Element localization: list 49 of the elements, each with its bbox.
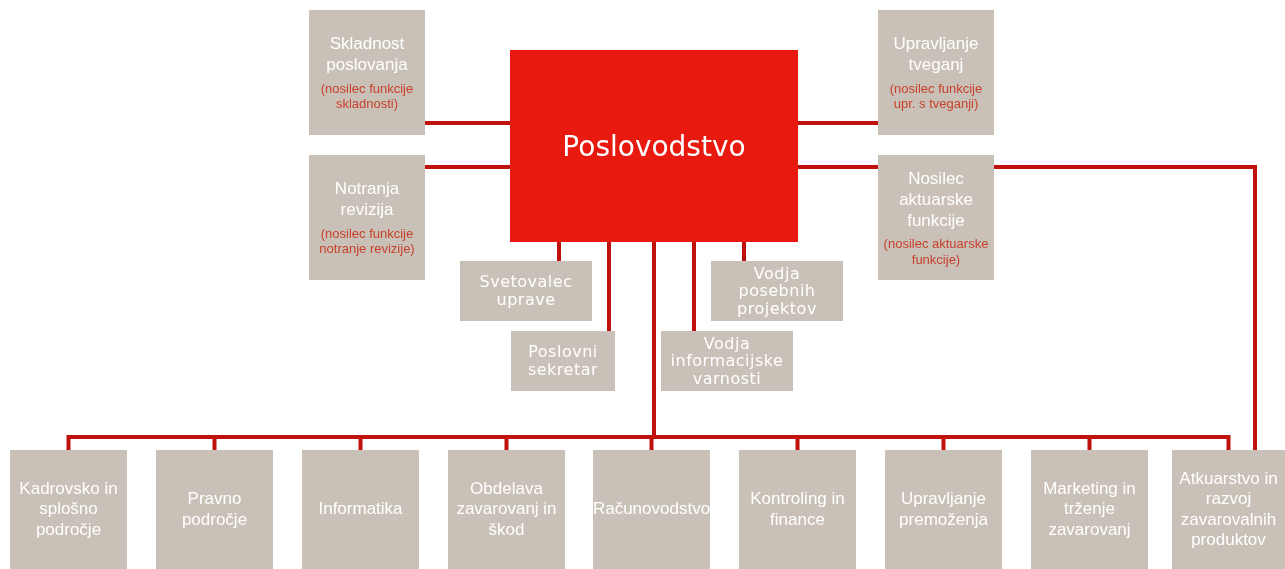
unit-role-note: (nosilec funkcije upr. s tveganji): [888, 80, 984, 112]
unit-box: [878, 155, 994, 280]
unit-box: [302, 450, 419, 569]
connector-line: [798, 121, 878, 125]
unit-title: Obdelava zavarovanj in škod: [455, 478, 558, 541]
unit-box: [711, 261, 843, 321]
unit-box: [885, 450, 1002, 569]
unit-role-note: (nosilec funkcije notranje revizije): [318, 225, 416, 257]
unit-box: [156, 450, 273, 569]
unit-title: Upravljanje premoženja: [898, 489, 989, 530]
connector-line: [607, 242, 611, 331]
connector-line: [692, 242, 696, 331]
unit-title: Vodja informacijske varnosti: [669, 334, 785, 388]
unit-box: [309, 155, 425, 280]
unit-role-note: (nosilec funkcije skladnosti): [319, 80, 415, 112]
connector-line: [798, 165, 878, 169]
unit-title: Kadrovsko in splošno področje: [18, 478, 119, 541]
unit-title: Kontroling in finance: [749, 489, 846, 530]
unit-box: [460, 261, 592, 321]
connector-line: [425, 165, 510, 169]
unit-box: [1031, 450, 1148, 569]
unit-title: Vodja posebnih projektov: [736, 264, 818, 318]
unit-box: [661, 331, 793, 391]
unit-role-note: (nosilec aktuarske funkcije): [882, 236, 990, 268]
connector-line: [557, 242, 561, 261]
unit-title: Informatika: [318, 499, 403, 520]
unit-box: [10, 450, 127, 569]
unit-title: Poslovni sekretar: [526, 343, 600, 379]
unit-box: [878, 10, 994, 135]
unit-box: [739, 450, 856, 569]
unit-box: [448, 450, 565, 569]
connector-line: [994, 165, 1257, 450]
unit-box: [593, 450, 710, 569]
unit-title: Svetovalec uprave: [478, 273, 574, 309]
unit-title: Upravljanje tveganj: [892, 33, 980, 76]
unit-title: Marketing in trženje zavarovanj: [1042, 478, 1137, 541]
unit-title: Atkuarstvo in razvoj zavarovalnih produktov: [1178, 468, 1279, 551]
unit-title: Skladnost poslovanja: [325, 33, 409, 76]
unit-box: [511, 331, 615, 391]
unit-title: Notranja revizija: [333, 178, 401, 221]
unit-title: Računovodstvo: [592, 499, 711, 520]
unit-box: [1172, 450, 1285, 569]
unit-box: [309, 10, 425, 135]
unit-title: Poslovodstvo: [562, 128, 746, 164]
unit-title: Pravno področje: [180, 489, 249, 530]
connector-line: [425, 121, 510, 125]
connector-line: [742, 242, 746, 261]
management-box: [510, 50, 798, 242]
unit-title: Nosilec aktuarske funkcije: [898, 167, 974, 232]
